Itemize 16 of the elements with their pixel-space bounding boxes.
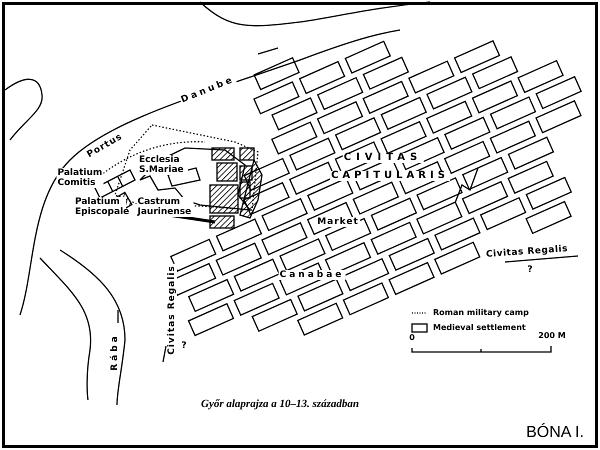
question-mark: ? [180, 341, 188, 351]
castle-label: Castrum Jaurinense [136, 197, 194, 217]
map-caption: Győr alaprajza a 10–13. században [200, 398, 360, 410]
district-label: CIVITAS [342, 153, 424, 163]
town-label: Civitas Regalis [167, 264, 177, 356]
district-label: CAPITULARIS [330, 171, 450, 181]
suburb-label: Canabae [278, 270, 346, 280]
legend-label: Medieval settlement [432, 323, 527, 333]
question-mark: ? [526, 265, 534, 275]
legend-label: Roman military camp [432, 308, 530, 318]
market-label: Market [316, 217, 360, 227]
palace-label: Palatium Comitis [56, 168, 104, 188]
scale-label: 0 [408, 333, 416, 343]
scale-label: 200 M [537, 331, 567, 341]
church-label: Ecclesia S.Mariae [138, 155, 188, 175]
town-label: Civitas Regalis [484, 244, 570, 260]
